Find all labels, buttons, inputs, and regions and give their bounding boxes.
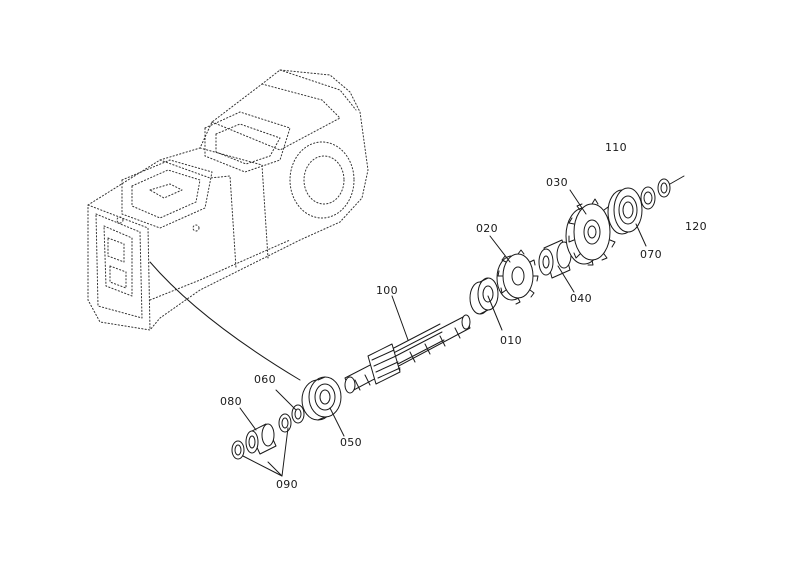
assembly-leader-line [149,261,301,381]
callout-070: 070 [640,248,662,261]
callout-020: 020 [476,222,498,235]
callout-080: 080 [220,395,242,408]
circlip-rear [657,175,685,198]
ball-bearing-front [301,376,342,421]
ball-bearing-rear [607,187,643,235]
spur-gear-small [496,249,539,305]
callout-030: 030 [546,176,568,189]
spacer-collar [538,239,572,279]
spur-gear-large [565,198,616,266]
callout-040: 040 [570,292,592,305]
callout-120: 120 [685,220,707,233]
needle-bearing [469,277,499,315]
needle-bearing-front [245,423,277,455]
callout-010: 010 [500,334,522,347]
callout-050: 050 [340,436,362,449]
shim-washer [640,186,656,210]
callout-090: 090 [276,478,298,491]
callout-060: 060 [254,373,276,386]
transmission-housing [87,69,369,331]
thrust-washer-b [231,440,245,460]
main-shaft [344,314,471,394]
callout-100: 100 [376,284,398,297]
thrust-washer-a [278,413,292,433]
callout-110: 110 [605,141,627,154]
callout-leaders [239,189,647,477]
